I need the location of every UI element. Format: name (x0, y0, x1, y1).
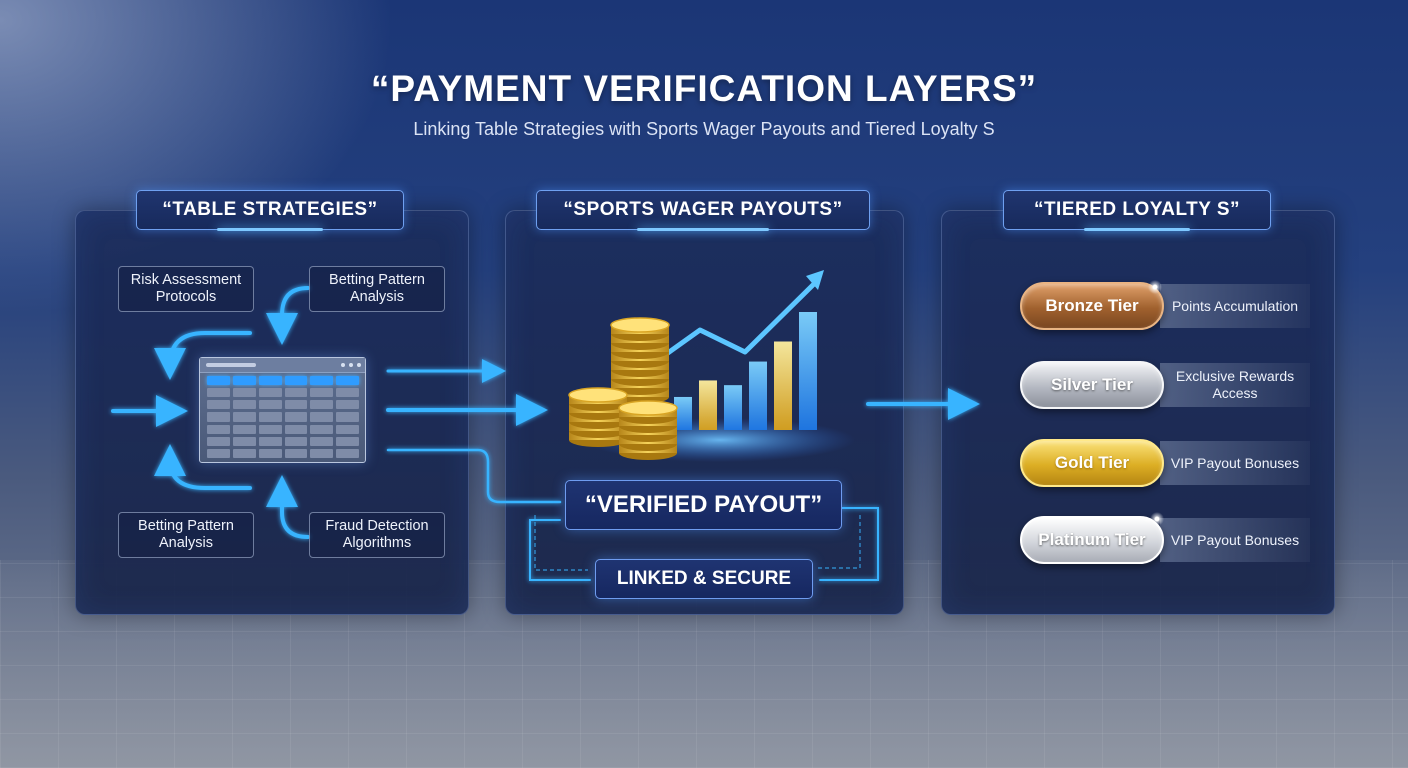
table-window-icon (199, 357, 366, 463)
table-cell (258, 448, 282, 458)
table-cell (284, 412, 308, 422)
sparkle-icon (1148, 280, 1162, 294)
table-window-titlebar (200, 358, 365, 373)
chart-bar (699, 380, 717, 430)
table-cell (232, 388, 256, 398)
table-cell (310, 436, 334, 446)
table-cell (232, 400, 256, 410)
table-cell (310, 388, 334, 398)
table-cell (232, 448, 256, 458)
coin-top (610, 317, 670, 333)
page-title: “PAYMENT VERIFICATION LAYERS” (370, 68, 1038, 109)
growth-trend-arrowhead (806, 270, 824, 290)
gold-tier-badge: Gold Tier (1020, 439, 1164, 487)
silver-tier-desc: Exclusive Rewards Access (1160, 363, 1310, 407)
arrow-from-fraud (266, 475, 310, 539)
betting-pattern-node-bottom: Betting Pattern Analysis (118, 512, 254, 558)
chart-bar (674, 396, 692, 430)
chart-bar (724, 385, 742, 430)
table-cell (207, 448, 230, 458)
arrow-loop-left (529, 519, 591, 581)
table-cell (232, 412, 256, 422)
table-cell (207, 388, 230, 398)
verified-payout-label: “VERIFIED PAYOUT” (565, 480, 842, 530)
table-cell (336, 400, 359, 410)
table-cell (310, 400, 334, 410)
risk-assessment-node: Risk Assessment Protocols (118, 266, 254, 312)
table-cell (310, 448, 334, 458)
table-cell (232, 424, 256, 434)
dashed-loop-inner (815, 515, 861, 569)
chart-bar (774, 341, 792, 430)
sports-wager-payouts-title: “SPORTS WAGER PAYOUTS” (536, 190, 870, 231)
linked-secure-label: LINKED & SECURE (595, 559, 813, 599)
table-cell (336, 412, 359, 422)
table-cell (310, 424, 334, 434)
tiered-loyalty-title: “TIERED LOYALTY S” (1003, 190, 1271, 231)
table-cell (336, 424, 359, 434)
table-cell (232, 436, 256, 446)
sparkle-icon (1150, 512, 1164, 526)
table-cell (258, 400, 282, 410)
table-cell (258, 424, 282, 434)
arrow-from-risk (154, 331, 252, 380)
betting-pattern-node-top: Betting Pattern Analysis (309, 266, 445, 312)
fraud-detection-node: Fraud Detection Algorithms (309, 512, 445, 558)
table-cell (258, 436, 282, 446)
table-cell (284, 400, 308, 410)
table-cell (336, 388, 359, 398)
table-cell (284, 424, 308, 434)
table-cell (336, 436, 359, 446)
table-cell (284, 388, 308, 398)
table-cell (232, 376, 256, 386)
bronze-tier-badge: Bronze Tier (1020, 282, 1164, 330)
page-subtitle: Linking Table Strategies with Sports Wag… (413, 119, 995, 139)
table-strategies-title: “TABLE STRATEGIES” (136, 190, 404, 231)
coin-stack-icon (568, 317, 678, 460)
table-cell (258, 412, 282, 422)
silver-tier-badge: Silver Tier (1020, 361, 1164, 409)
chart-bar (749, 361, 767, 430)
table-cell (258, 388, 282, 398)
table-cell (207, 436, 230, 446)
table-cell (336, 448, 359, 458)
coin-top (568, 387, 628, 403)
platinum-tier-badge: Platinum Tier (1020, 516, 1164, 564)
table-cell (207, 376, 230, 386)
gold-tier-desc: VIP Payout Bonuses (1160, 441, 1310, 485)
table-cell (310, 376, 334, 386)
arrow-table-to-verified (386, 448, 562, 504)
chart-bar (799, 312, 817, 430)
table-cell (207, 424, 230, 434)
bronze-tier-desc: Points Accumulation (1160, 284, 1310, 328)
table-cell (284, 376, 308, 386)
table-cell (207, 400, 230, 410)
table-cell (284, 448, 308, 458)
table-cell (284, 436, 308, 446)
table-cell (258, 376, 282, 386)
arrow-from-betting-bottom (154, 444, 252, 490)
table-cell (207, 412, 230, 422)
arrow-from-betting-top (266, 286, 310, 345)
platinum-tier-desc: VIP Payout Bonuses (1160, 518, 1310, 562)
coin-top (618, 400, 678, 416)
table-cell (310, 412, 334, 422)
arrow-verified-loop (819, 507, 879, 581)
table-cell (336, 376, 359, 386)
table-window-grid (207, 376, 359, 458)
